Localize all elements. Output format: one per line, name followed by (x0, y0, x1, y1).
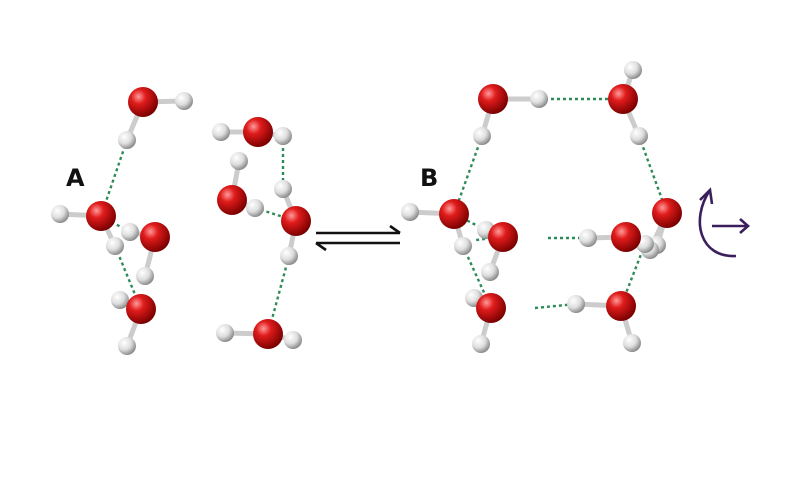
hydrogen-atom (624, 61, 642, 79)
hydrogen-atom (630, 127, 648, 145)
hydrogen-atom (136, 267, 154, 285)
hydrogen-atom (401, 203, 419, 221)
oxygen-atom (281, 206, 311, 236)
oxygen-atom (439, 199, 469, 229)
oxygen-atom (128, 87, 158, 117)
hydrogen-bond (452, 135, 484, 215)
label-cluster-a: A (66, 164, 85, 192)
oxygen-atom (606, 291, 636, 321)
hydrogen-bond (534, 302, 577, 310)
hydrogen-atom (121, 223, 139, 241)
hydrogen-atom (481, 263, 499, 281)
oxygen-atom (140, 222, 170, 252)
oxygen-atom (478, 84, 508, 114)
hydrogen-atom (284, 331, 302, 349)
atom-layer (51, 61, 682, 355)
oxygen-atom (476, 293, 506, 323)
hydrogen-atom (280, 247, 298, 265)
oxygen-atom (611, 222, 641, 252)
hydrogen-atom (454, 237, 472, 255)
oxygen-atom (608, 84, 638, 114)
hydrogen-atom (111, 291, 129, 309)
oxygen-atom (652, 198, 682, 228)
oxygen-atom (253, 319, 283, 349)
oxygen-atom (86, 201, 116, 231)
hydrogen-atom (118, 337, 136, 355)
hydrogen-atom (51, 205, 69, 223)
hydrogen-atom (623, 334, 641, 352)
hydrogen-atom (472, 335, 490, 353)
hydrogen-atom (230, 152, 248, 170)
equilibrium-arrows-icon (315, 224, 401, 252)
hydrogen-atom (579, 229, 597, 247)
hydrogen-atom (212, 123, 230, 141)
hydrogen-atom (473, 127, 491, 145)
oxygen-atom (243, 117, 273, 147)
hydrogen-atom (118, 131, 136, 149)
hydrogen-atom (567, 295, 585, 313)
oxygen-atom (126, 294, 156, 324)
hydrogen-atom (274, 127, 292, 145)
hydrogen-atom (106, 237, 124, 255)
hydrogen-atom (274, 180, 292, 198)
hydrogen-atom (175, 92, 193, 110)
hydrogen-atom (216, 324, 234, 342)
hydrogen-atom (246, 199, 264, 217)
label-cluster-b: B (420, 164, 438, 192)
oxygen-atom (217, 185, 247, 215)
rotation-arrow-icon (698, 187, 750, 258)
hydrogen-atom (530, 90, 548, 108)
oxygen-atom (488, 222, 518, 252)
